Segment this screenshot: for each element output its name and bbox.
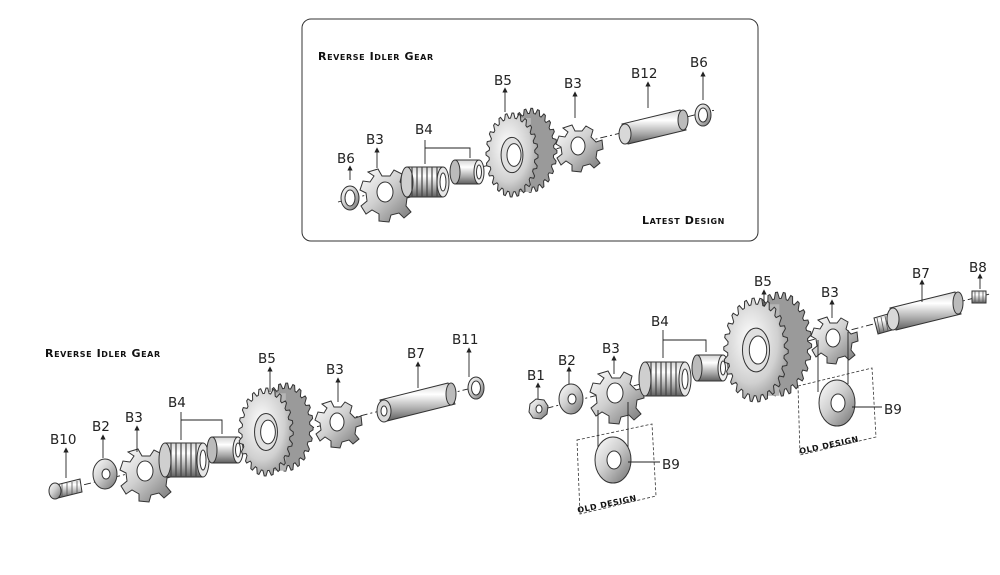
label-b6: B6 — [337, 151, 355, 167]
label-b4: B4 — [415, 122, 433, 138]
thrust-washer-icon — [818, 379, 856, 427]
circlip-icon — [694, 103, 712, 127]
label-b9: B9 — [662, 457, 680, 473]
label-b5: B5 — [258, 351, 276, 367]
inset-footer: Latest Design — [642, 214, 725, 227]
inset-panel: Reverse Idler Gear Latest Design — [301, 18, 759, 242]
bushing-icon — [691, 354, 729, 382]
thrust-washer-icon — [558, 383, 584, 415]
label-b6: B6 — [690, 55, 708, 71]
label-b2: B2 — [92, 419, 110, 435]
thrust-washer-icon — [594, 436, 632, 484]
right-assembly: B9 OLD DESIGN B9 OLD DESIGN B1 B2 B3 B4 … — [527, 260, 991, 515]
label-b11: B11 — [452, 332, 478, 348]
inset-title: Reverse Idler Gear — [318, 50, 434, 63]
label-b5: B5 — [494, 73, 512, 89]
bearing-icon — [400, 166, 450, 198]
left-assembly: Reverse Idler Gear — [45, 332, 485, 503]
label-b8: B8 — [969, 260, 987, 276]
label-b5: B5 — [754, 274, 772, 290]
label-b3: B3 — [366, 132, 384, 148]
left-assembly-title: Reverse Idler Gear — [45, 347, 161, 360]
shaft-icon — [873, 291, 964, 335]
gear-icon — [485, 107, 558, 198]
bushing-icon — [449, 159, 485, 185]
thrust-washer-icon — [589, 370, 645, 425]
circlip-icon — [340, 185, 360, 211]
thrust-washer-icon — [810, 316, 859, 365]
bearing-icon — [158, 442, 210, 478]
label-b3: B3 — [125, 410, 143, 426]
nut-icon — [528, 398, 549, 420]
thrust-washer-icon — [359, 168, 415, 223]
circlip-icon — [467, 376, 485, 400]
label-b4: B4 — [651, 314, 669, 330]
gear-icon — [238, 382, 314, 477]
label-b7: B7 — [912, 266, 930, 282]
bearing-icon — [638, 361, 692, 397]
label-b7: B7 — [407, 346, 425, 362]
old-design-label: OLD DESIGN — [799, 435, 860, 456]
thrust-washer-icon — [119, 448, 175, 503]
thrust-washer-icon — [314, 400, 363, 449]
label-b3: B3 — [564, 76, 582, 92]
label-b3: B3 — [602, 341, 620, 357]
bolt-icon — [48, 478, 83, 500]
shaft-icon — [618, 109, 689, 145]
old-design-box-left: B9 OLD DESIGN — [577, 402, 680, 515]
label-b1: B1 — [527, 368, 545, 384]
shaft-icon — [376, 382, 457, 423]
label-b4: B4 — [168, 395, 186, 411]
label-b2: B2 — [558, 353, 576, 369]
bushing-icon — [206, 436, 244, 464]
gear-icon — [723, 291, 813, 403]
label-b12: B12 — [631, 66, 657, 82]
thrust-washer-icon — [92, 458, 118, 490]
label-b3: B3 — [326, 362, 344, 378]
label-b3: B3 — [821, 285, 839, 301]
nut-icon — [971, 290, 987, 304]
thrust-washer-icon — [555, 124, 604, 173]
label-b9: B9 — [884, 402, 902, 418]
old-design-label: OLD DESIGN — [577, 494, 638, 515]
label-b10: B10 — [50, 432, 76, 448]
